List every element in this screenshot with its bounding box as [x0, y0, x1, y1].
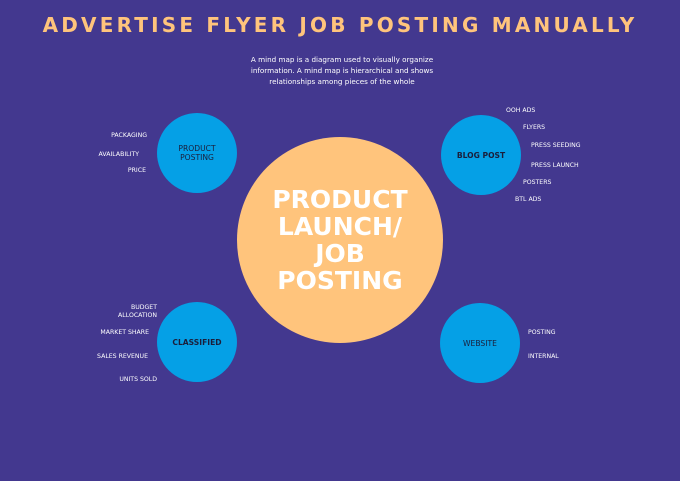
classified-item: UNITS SOLD — [119, 376, 157, 383]
central-node-label: PRODUCT LAUNCH/ JOB POSTING — [272, 185, 408, 295]
central-node: PRODUCT LAUNCH/ JOB POSTING — [237, 137, 443, 343]
page-title: ADVERTISE FLYER JOB POSTING MANUALLY — [42, 13, 638, 37]
blog-post-item: PRESS LAUNCH — [531, 162, 579, 169]
product-posting-node: PRODUCT POSTING — [157, 113, 237, 193]
classified-node: CLASSIFIED — [157, 302, 237, 382]
blog-post-item: FLYERS — [523, 124, 546, 131]
blog-post-item: OOH ADS — [506, 107, 536, 114]
blog-post-item: PRESS SEEDING — [531, 142, 581, 149]
product-posting-item: PACKAGING — [111, 132, 147, 139]
blog-post-node: BLOG POST — [441, 115, 521, 195]
website-item: POSTING — [528, 329, 556, 336]
product-posting-item: AVAILABILITY — [98, 151, 139, 158]
website-item: INTERNAL — [528, 353, 559, 360]
website-label: WEBSITE — [463, 338, 497, 348]
blog-post-item: POSTERS — [523, 179, 552, 186]
product-posting-label: PRODUCT POSTING — [178, 144, 216, 162]
classified-item: MARKET SHARE — [100, 329, 149, 336]
blog-post-item: BTL ADS — [515, 196, 542, 203]
classified-label: CLASSIFIED — [172, 337, 222, 347]
website-node: WEBSITE — [440, 303, 520, 383]
classified-item: BUDGET ALLOCATION — [118, 304, 157, 319]
classified-item: SALES REVENUE — [97, 353, 148, 360]
description-text: A mind map is a diagram used to visually… — [250, 55, 434, 86]
product-posting-item: PRICE — [127, 167, 146, 174]
blog-post-label: BLOG POST — [456, 150, 506, 160]
